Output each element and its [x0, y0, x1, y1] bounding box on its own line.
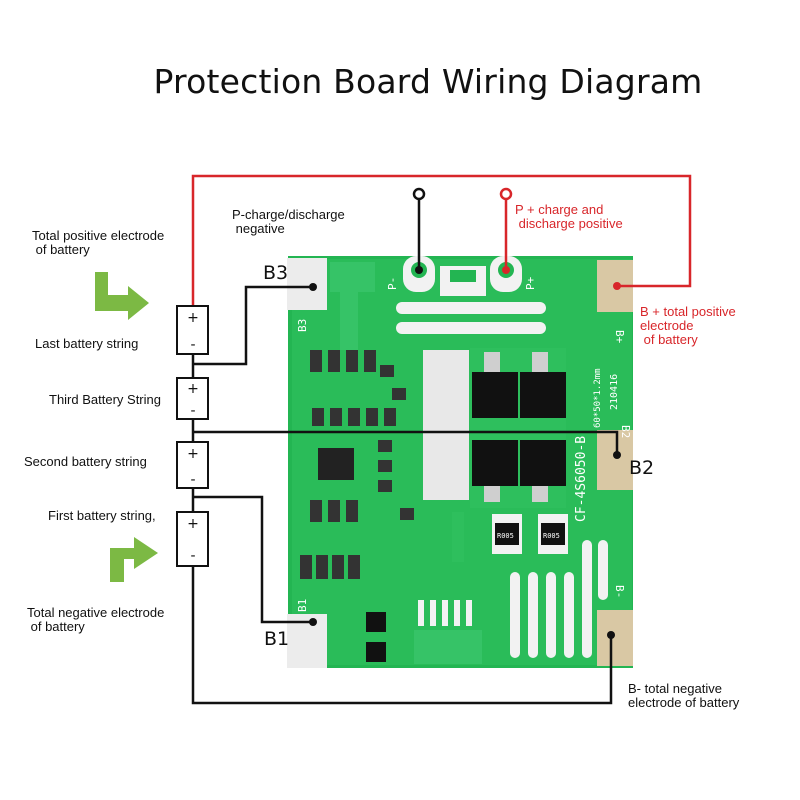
- label-third-string: Third Battery String: [49, 392, 161, 407]
- pad-label-b2: B2: [629, 457, 655, 479]
- cell-minus-mark: -: [190, 403, 195, 419]
- label-first-string: First battery string,: [48, 508, 156, 523]
- wires-black: [191, 194, 619, 705]
- battery-cell-third: [176, 377, 209, 420]
- marking-resistor-2: R005: [543, 532, 560, 540]
- battery-cell-second: [176, 441, 209, 489]
- marking-b3: B3: [296, 319, 309, 332]
- marking-p-plus: P+: [524, 276, 537, 290]
- pad-b2: [597, 430, 633, 490]
- marking-b-plus: B+: [613, 330, 626, 344]
- label-last-string: Last battery string: [35, 336, 139, 351]
- wire-b1: [193, 495, 313, 624]
- mosfet: [472, 440, 518, 486]
- arrow-up-right-icon: [110, 537, 158, 582]
- label-p-positive: P + charge and discharge positive: [515, 202, 623, 231]
- pad-label-b3: B3: [263, 262, 289, 284]
- wires-red: [191, 174, 692, 306]
- page-title: Protection Board Wiring Diagram: [153, 62, 703, 101]
- cell-minus-mark: -: [190, 337, 195, 353]
- pad-b3: [287, 258, 327, 310]
- marking-b-minus: B-: [613, 585, 626, 598]
- cell-minus-mark: -: [190, 472, 195, 488]
- terminal-p-positive: [499, 187, 513, 201]
- wire-total-positive: [191, 174, 692, 306]
- battery-cell-last: [176, 305, 209, 355]
- mosfet: [472, 372, 518, 418]
- cell-plus-mark: +: [187, 381, 199, 397]
- cell-plus-mark: +: [187, 310, 199, 326]
- label-second-string: Second battery string: [24, 454, 147, 469]
- marking-dims: 60*50*1.2mm: [593, 368, 603, 428]
- cell-plus-mark: +: [187, 446, 199, 462]
- cell-plus-mark: +: [187, 516, 199, 532]
- label-b-plus: B + total positive electrode of battery: [640, 304, 736, 347]
- wire-b-minus: [191, 566, 613, 705]
- label-p-negative: P-charge/discharge negative: [232, 207, 345, 236]
- label-total-negative: Total negative electrode of battery: [27, 605, 165, 634]
- ic-chip: [318, 448, 354, 480]
- arrow-right-icon: [95, 272, 149, 320]
- mosfet: [520, 372, 566, 418]
- label-total-positive: Total positive electrode of battery: [32, 228, 165, 257]
- label-b-minus: B- total negative electrode of battery: [628, 681, 740, 710]
- pcb-board: [287, 256, 633, 668]
- marking-b1: B1: [296, 599, 309, 612]
- wire-b2: [193, 430, 619, 455]
- pad-label-b1: B1: [264, 628, 290, 650]
- battery-cell-first: [176, 511, 209, 567]
- marking-resistor-1: R005: [497, 532, 514, 540]
- marking-b2: B2: [619, 425, 632, 438]
- marking-p-minus: P-: [386, 277, 399, 290]
- cell-minus-mark: -: [190, 548, 195, 564]
- pad-b-minus: [597, 610, 633, 666]
- marking-model: CF-4S6050-B: [574, 436, 589, 522]
- mosfet: [520, 440, 566, 486]
- wire-b3: [193, 285, 313, 366]
- terminal-p-negative: [412, 187, 426, 201]
- marking-date: 210416: [609, 374, 620, 410]
